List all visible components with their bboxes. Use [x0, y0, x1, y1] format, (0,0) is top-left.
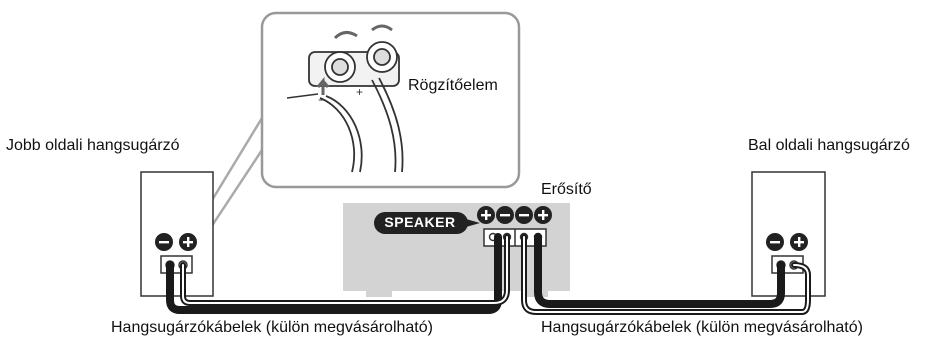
cable-left-speaker [521, 233, 811, 315]
amplifier-label: Erősítő [541, 181, 592, 198]
fixing-part-label: Rögzítőelem [408, 77, 498, 94]
zoom-callout-box [260, 11, 521, 189]
left-speaker-label: Bal oldali hangsugárzó [748, 137, 910, 154]
svg-text:−: − [318, 93, 325, 107]
right-speaker-box [140, 171, 214, 297]
cable-left-label: Hangsugárzókábelek (külön megvásárolható… [541, 319, 863, 336]
terminal-closeup-illustration: + − [286, 24, 404, 173]
left-speaker-box [751, 171, 826, 297]
right-speaker-label: Jobb oldali hangsugárzó [6, 137, 180, 154]
speaker-terminal-badge: SPEAKER [384, 214, 456, 230]
cable-right-label: Hangsugárzókábelek (külön megvásárolható… [111, 319, 433, 336]
cable-right-speaker [166, 233, 510, 314]
svg-text:+: + [356, 85, 363, 99]
